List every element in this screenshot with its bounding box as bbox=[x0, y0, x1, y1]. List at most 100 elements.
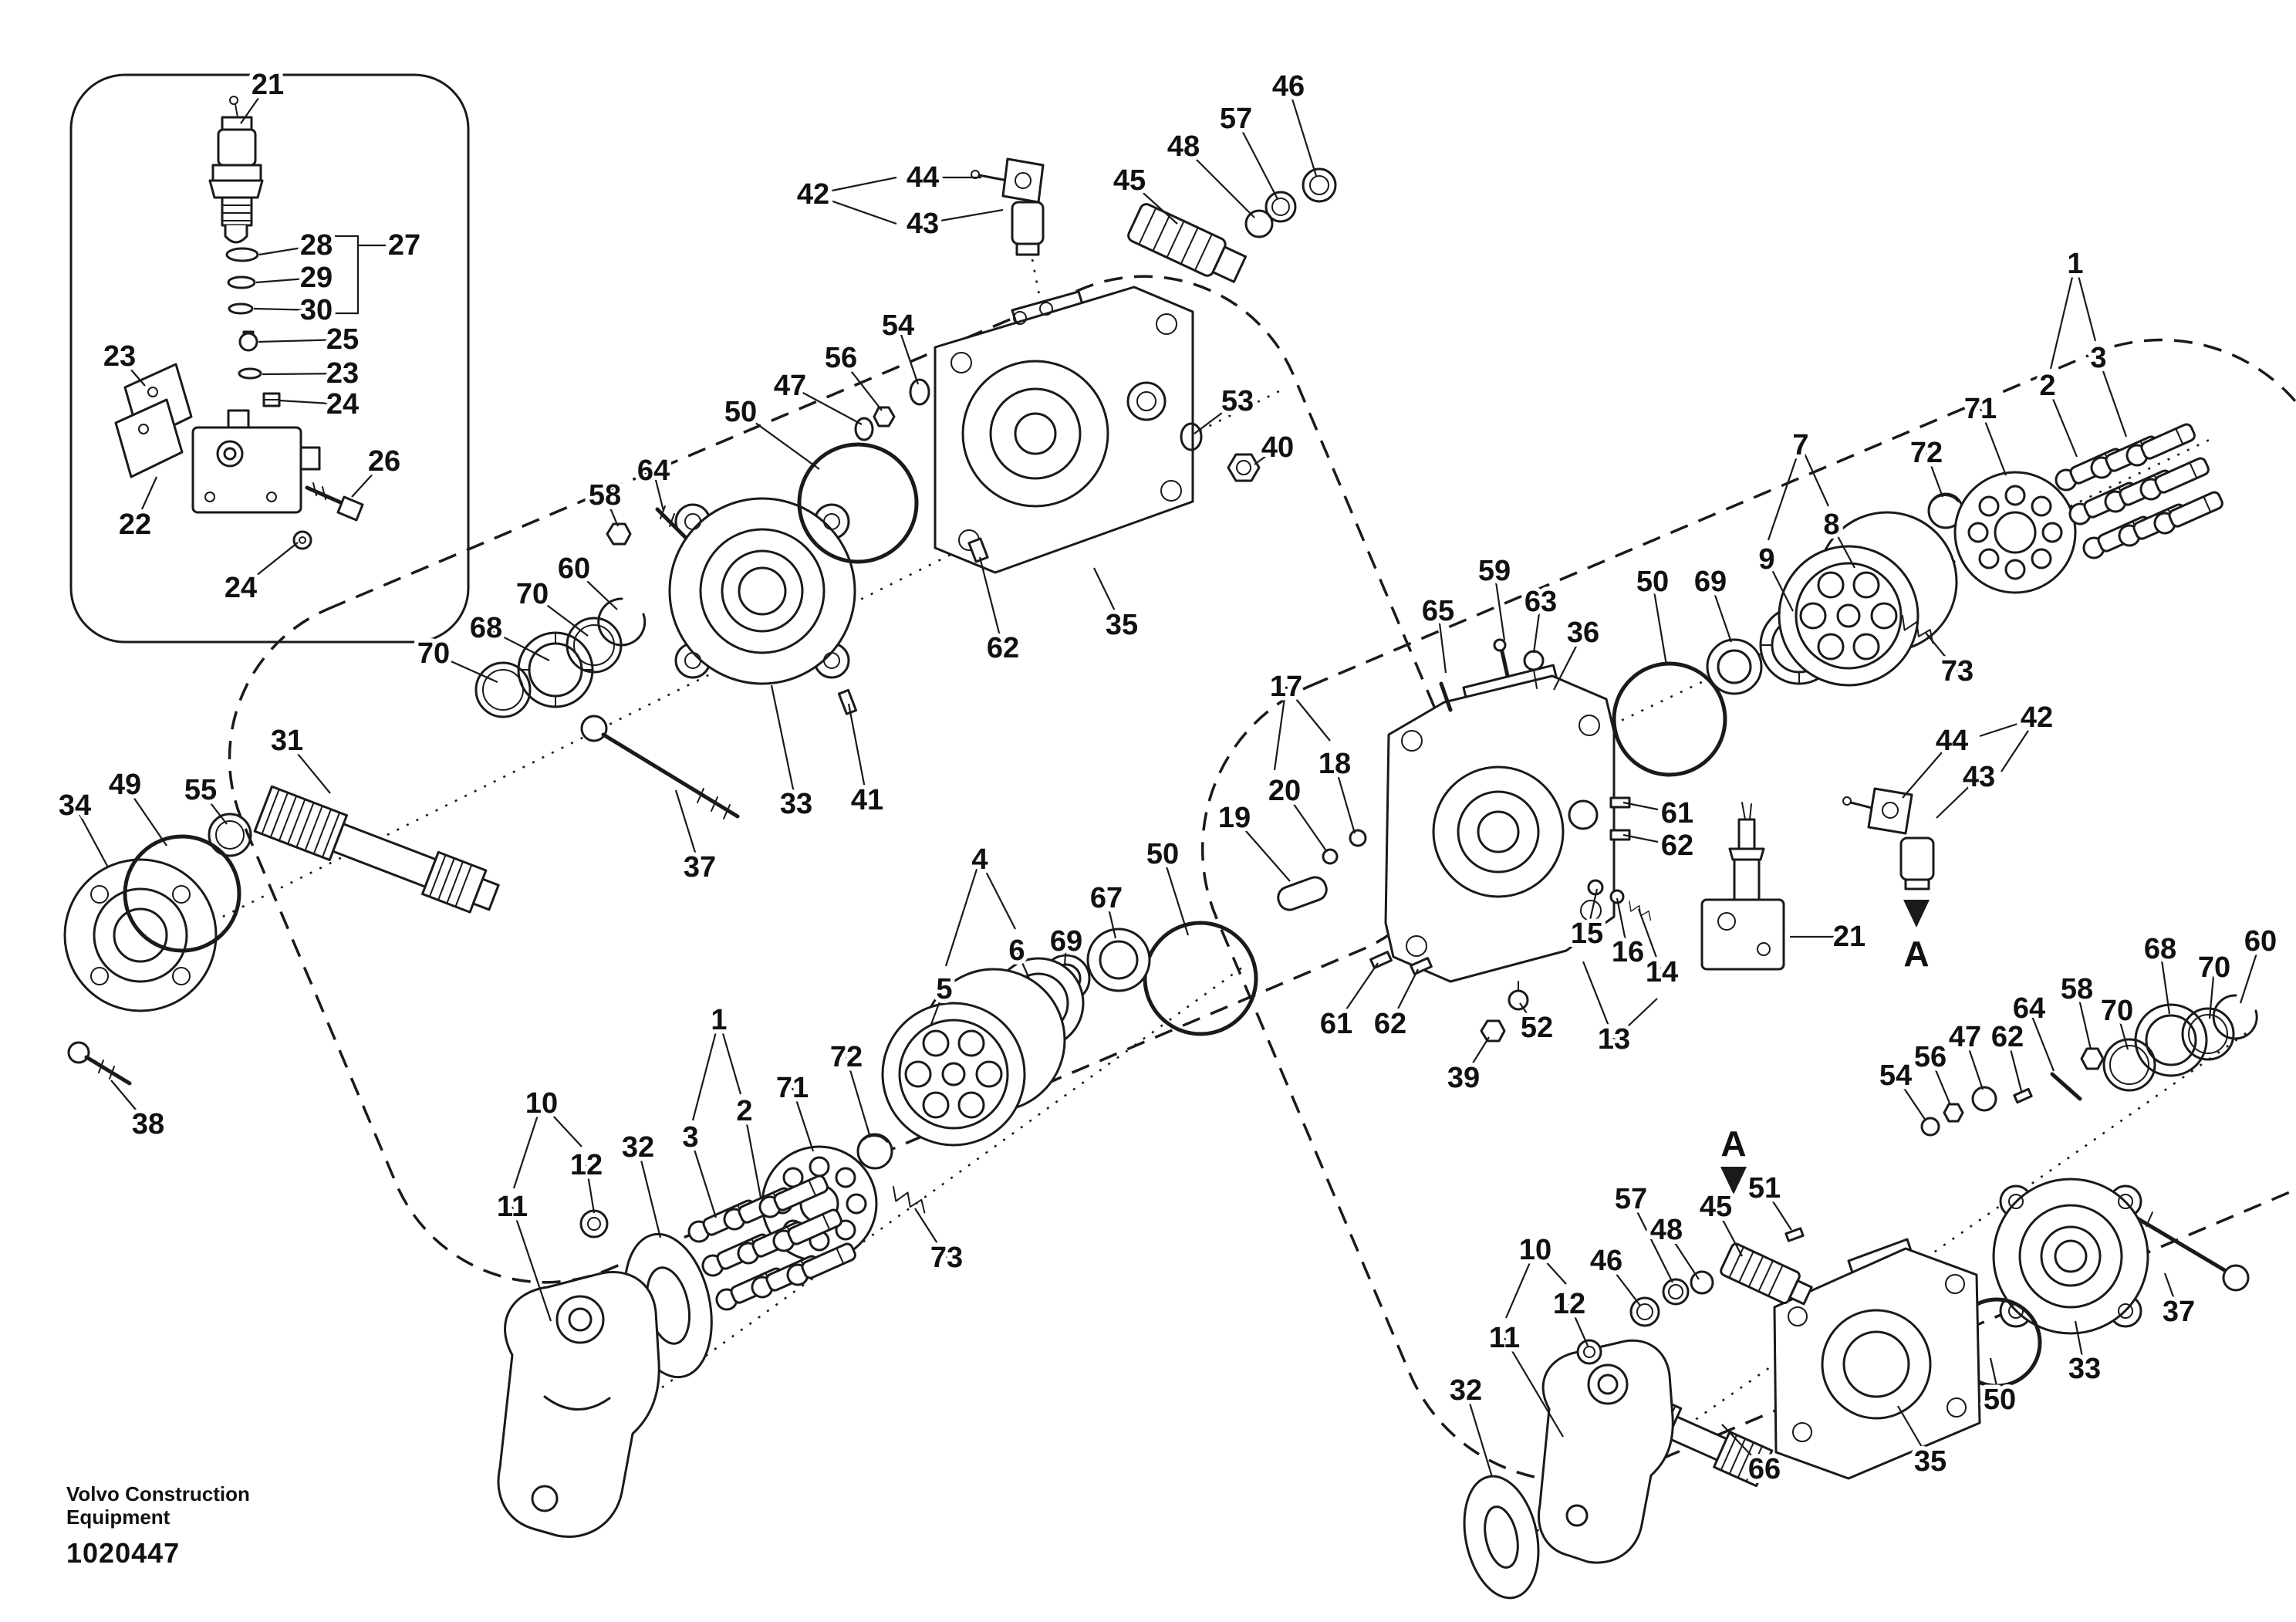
leader-line bbox=[1535, 1249, 1567, 1285]
callout-35: 35 bbox=[1914, 1445, 1947, 1478]
callout-59: 59 bbox=[1478, 555, 1511, 587]
leader-line bbox=[2097, 357, 2128, 438]
callout-71: 71 bbox=[776, 1072, 809, 1104]
leader-line bbox=[258, 338, 343, 343]
callout-50: 50 bbox=[1984, 1384, 2016, 1416]
leader-line bbox=[2115, 1010, 2129, 1050]
callout-4: 4 bbox=[971, 843, 988, 876]
pressure-sensor-21-right bbox=[1700, 802, 1785, 971]
gasket-plates bbox=[114, 363, 193, 478]
callout-72: 72 bbox=[830, 1041, 863, 1073]
leader-line bbox=[511, 1206, 552, 1322]
callout-3: 3 bbox=[682, 1121, 698, 1154]
rings-stack-br bbox=[2102, 994, 2258, 1092]
callout-66: 66 bbox=[1748, 1453, 1781, 1485]
callout-1: 1 bbox=[2067, 248, 2083, 280]
plug-40 bbox=[1227, 453, 1261, 482]
callout-62: 62 bbox=[987, 632, 1019, 664]
o-ring-50-top bbox=[797, 442, 919, 564]
ring-70-left bbox=[474, 661, 532, 718]
leader-line bbox=[2049, 263, 2077, 370]
callout-24: 24 bbox=[225, 572, 257, 604]
callout-30: 30 bbox=[300, 294, 333, 326]
coupling-45-top bbox=[1127, 167, 1337, 283]
spring-73-center bbox=[888, 1186, 930, 1214]
callout-60: 60 bbox=[2244, 925, 2277, 958]
callout-24: 24 bbox=[326, 388, 359, 421]
callout-12: 12 bbox=[1553, 1288, 1585, 1320]
callout-42: 42 bbox=[2021, 701, 2053, 734]
leader-line bbox=[2074, 263, 2097, 342]
callout-23: 23 bbox=[326, 357, 359, 390]
callout-38: 38 bbox=[132, 1108, 164, 1140]
callout-11: 11 bbox=[1489, 1322, 1520, 1354]
callout-11: 11 bbox=[497, 1191, 528, 1223]
callout-68: 68 bbox=[2144, 933, 2176, 965]
seal-55 bbox=[208, 813, 252, 857]
callout-70: 70 bbox=[2198, 951, 2230, 984]
doc-number: 1020447 bbox=[66, 1536, 181, 1569]
callout-73: 73 bbox=[930, 1242, 963, 1274]
callout-45: 45 bbox=[1700, 1191, 1732, 1223]
leader-line bbox=[1532, 601, 1542, 654]
leader-line bbox=[1519, 1002, 1538, 1029]
leader-line bbox=[812, 193, 897, 225]
callout-19: 19 bbox=[1218, 802, 1251, 834]
section-label: A bbox=[1720, 1124, 1746, 1164]
leader-line bbox=[2163, 1272, 2180, 1313]
leader-line bbox=[240, 542, 299, 589]
leader-line bbox=[896, 325, 920, 385]
leader-line bbox=[1389, 968, 1419, 1025]
leader-line bbox=[2046, 385, 2078, 458]
leader-line bbox=[124, 784, 167, 846]
callout-23: 23 bbox=[103, 340, 136, 373]
cylinder-barrel-5 bbox=[881, 968, 1066, 1147]
leader-line bbox=[2006, 1036, 2023, 1092]
leader-line bbox=[1622, 801, 1678, 815]
pump-housing-36 bbox=[1384, 664, 1631, 983]
leader-line bbox=[2001, 717, 2038, 772]
callout-35: 35 bbox=[1106, 609, 1138, 641]
small-rings-br bbox=[1920, 1086, 2033, 1137]
leader-line bbox=[255, 276, 317, 284]
callout-40: 40 bbox=[1261, 431, 1294, 464]
leader-line bbox=[1194, 400, 1238, 434]
leader-line bbox=[1015, 950, 1031, 979]
leader-line bbox=[1637, 908, 1663, 973]
callout-50: 50 bbox=[724, 396, 757, 428]
leader-line bbox=[740, 411, 820, 470]
leader-line bbox=[1979, 716, 2038, 738]
callout-41: 41 bbox=[851, 784, 883, 816]
bushing-67 bbox=[1086, 928, 1151, 992]
leader-line bbox=[1333, 763, 1356, 834]
callout-32: 32 bbox=[622, 1131, 654, 1164]
callout-56: 56 bbox=[825, 342, 857, 374]
callout-13: 13 bbox=[1598, 1023, 1630, 1056]
callout-42: 42 bbox=[797, 178, 829, 211]
solenoid-valve-right bbox=[1842, 787, 1935, 890]
leader-line bbox=[929, 988, 946, 1027]
plugs-52-39 bbox=[1480, 981, 1529, 1042]
callout-10: 10 bbox=[525, 1087, 558, 1120]
callout-2: 2 bbox=[2039, 370, 2055, 402]
pressure-sensor bbox=[208, 96, 264, 244]
callout-48: 48 bbox=[1650, 1214, 1683, 1246]
leader-line bbox=[485, 627, 550, 661]
callout-44: 44 bbox=[1936, 725, 1968, 757]
leader-line bbox=[840, 357, 883, 411]
callout-14: 14 bbox=[1646, 956, 1678, 988]
callout-28: 28 bbox=[300, 229, 333, 262]
leader-line bbox=[133, 476, 158, 525]
leader-line bbox=[1666, 1229, 1700, 1280]
callout-57: 57 bbox=[1220, 103, 1252, 135]
retainer-plate-71-right bbox=[1953, 471, 2077, 594]
callout-67: 67 bbox=[1090, 882, 1123, 914]
callout-44: 44 bbox=[907, 161, 939, 194]
pistons-right bbox=[2051, 420, 2226, 563]
callout-63: 63 bbox=[1524, 586, 1557, 618]
callout-18: 18 bbox=[1319, 748, 1351, 780]
snap-ring-60 bbox=[597, 597, 647, 647]
leader-line bbox=[1709, 581, 1733, 643]
leader-line bbox=[2159, 948, 2171, 1015]
